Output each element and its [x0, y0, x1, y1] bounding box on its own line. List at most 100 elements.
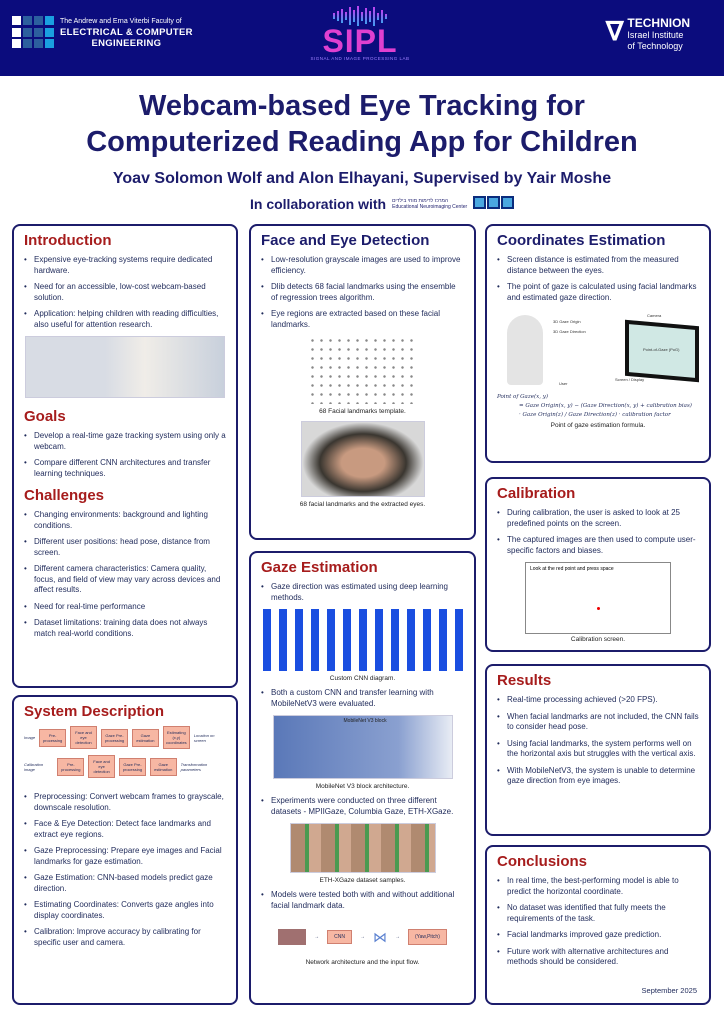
- list-item: The point of gaze is calculated using fa…: [497, 282, 699, 303]
- network-flow-diagram: → CNN→ ⋈→ (Yaw,Pitch): [261, 917, 464, 957]
- list-item: Real-time processing achieved (>20 FPS).: [497, 695, 699, 706]
- face-title: Face and Eye Detection: [261, 232, 430, 249]
- list-item: Gaze Estimation: CNN-based models predic…: [24, 873, 226, 894]
- cnn-box: CNN: [327, 930, 352, 944]
- flow-box: Gaze estimation: [131, 728, 159, 747]
- face-landmarks-photo: [300, 421, 425, 497]
- list-item: Calibration: Improve accuracy by calibra…: [24, 927, 226, 948]
- results-title: Results: [497, 672, 552, 689]
- collaboration: In collaboration with המרכז לדימות מוחי …: [250, 196, 515, 212]
- flow-box: Pre-processing: [39, 728, 67, 747]
- figure-caption: 68 facial landmarks and the extracted ey…: [299, 501, 426, 508]
- list-item: Gaze Preprocessing: Prepare eye images a…: [24, 846, 226, 867]
- intro-panel: Introduction Expensive eye-tracking syst…: [12, 224, 238, 688]
- eye-image: [278, 929, 307, 945]
- flow-box: Estimating (x,y) coordinates: [162, 726, 190, 749]
- head-icon: [507, 315, 543, 385]
- gaze-geometry-figure: 3D Gaze Origin 3D Gaze Direction Camera …: [497, 309, 699, 389]
- list-item: Changing environments: background and li…: [24, 510, 226, 531]
- list-item: Compare different CNN architectures and …: [24, 458, 226, 479]
- list-item: The captured images are then used to com…: [497, 535, 699, 556]
- ece-logo: The Andrew and Erna Viterbi Faculty of EL…: [12, 16, 193, 49]
- center-hebrew: המרכז לדימות מוחי בילדים: [392, 198, 449, 204]
- eth-xgaze-samples: [289, 823, 436, 873]
- faculty-line2: ELECTRICAL & COMPUTER: [60, 27, 193, 38]
- ece-squares-icon: [12, 16, 54, 49]
- formula-line: Point of Gaze(x, y): [497, 394, 548, 400]
- list-item: Gaze direction was estimated using deep …: [261, 582, 464, 603]
- list-item: Dlib detects 68 facial landmarks using t…: [261, 282, 464, 303]
- neural-net-icon: ⋈: [372, 928, 387, 945]
- challenges-title: Challenges: [24, 487, 105, 504]
- flow-box: Face and eye detection: [88, 755, 116, 778]
- calibration-panel: Calibration During calibration, the user…: [485, 477, 711, 652]
- list-item: When facial landmarks are not included, …: [497, 712, 699, 733]
- list-item: Both a custom CNN and transfer learning …: [261, 688, 464, 709]
- flow-label: Transformation parameters: [180, 761, 208, 772]
- coords-panel: Coordinates Estimation Screen distance i…: [485, 224, 711, 463]
- figure-caption: Calibration screen.: [570, 636, 626, 643]
- figure-caption: Point of gaze estimation formula.: [550, 422, 646, 429]
- flow-box: Gaze estimation: [149, 757, 177, 776]
- red-point-icon: [597, 607, 600, 610]
- list-item: In real time, the best-performing model …: [497, 876, 699, 897]
- header-banner: The Andrew and Erna Viterbi Faculty of EL…: [0, 0, 724, 76]
- list-item: Need for an accessible, low-cost webcam-…: [24, 282, 226, 303]
- concl-title: Conclusions: [497, 853, 588, 870]
- list-item: Eye regions are extracted based on these…: [261, 309, 464, 330]
- figure-label: 3D Gaze Direction: [553, 329, 586, 334]
- calibration-instruction: Look at the red point and press space: [530, 566, 614, 572]
- list-item: Facial landmarks improved gaze predictio…: [497, 930, 699, 941]
- faculty-line1: The Andrew and Erna Viterbi Faculty of: [60, 18, 182, 25]
- flow-box: Gaze Pre-processing: [101, 728, 128, 747]
- list-item: Dataset limitations: training data does …: [24, 618, 226, 639]
- system-title: System Description: [24, 703, 165, 720]
- face-panel: Face and Eye Detection Low-resolution gr…: [249, 224, 476, 540]
- figure-caption: Custom CNN diagram.: [329, 675, 396, 682]
- list-item: Face & Eye Detection: Detect face landma…: [24, 819, 226, 840]
- figure-label: User: [559, 381, 568, 386]
- mobilenet-block-diagram: MobileNet V3 block: [272, 715, 453, 779]
- list-item: Models were tested both with and without…: [261, 890, 464, 911]
- list-item: With MobileNetV3, the system is unable t…: [497, 766, 699, 787]
- landmarks-template-figure: [307, 336, 418, 404]
- output-box: (Yaw,Pitch): [407, 929, 447, 945]
- gaze-formula: Point of Gaze(x, y) = Gaze Origin(x, y) …: [497, 393, 699, 420]
- goals-title: Goals: [24, 408, 66, 425]
- figure-caption: Network architecture and the input flow.: [305, 959, 420, 966]
- figure-label: 3D Gaze Origin: [553, 319, 581, 324]
- technion-emblem-icon: ∇: [606, 16, 624, 46]
- lab-name: SIPL: [322, 23, 398, 59]
- results-panel: Results Real-time processing achieved (>…: [485, 664, 711, 836]
- list-item: Application: helping children with readi…: [24, 309, 226, 330]
- brain-logo-icon: [473, 196, 515, 212]
- list-item: Expensive eye-tracking systems require d…: [24, 255, 226, 276]
- intro-title: Introduction: [24, 232, 112, 249]
- figure-label: Camera: [647, 313, 662, 318]
- list-item: Develop a real-time gaze tracking system…: [24, 431, 226, 452]
- list-item: Need for real-time performance: [24, 602, 226, 613]
- list-item: Future work with alternative architectur…: [497, 947, 699, 968]
- list-item: Preprocessing: Convert webcam frames to …: [24, 792, 226, 813]
- technion-name: TECHNION: [627, 16, 691, 30]
- flow-label: Location on screen: [193, 732, 215, 743]
- user-at-screen-photo: [25, 336, 225, 398]
- figure-caption: ETH-XGaze dataset samples.: [319, 877, 406, 884]
- list-item: Using facial landmarks, the system perfo…: [497, 739, 699, 760]
- faculty-line3: ENGINEERING: [91, 38, 162, 49]
- coords-title: Coordinates Estimation: [497, 232, 666, 249]
- title-line2: Computerized Reading App for Children: [86, 126, 638, 158]
- gaze-title: Gaze Estimation: [261, 559, 378, 576]
- figure-label: Screen / Display: [615, 377, 645, 382]
- collab-label: In collaboration with: [250, 196, 387, 212]
- flow-label: Calibration image: [24, 761, 44, 772]
- conclusions-panel: Conclusions In real time, the best-perfo…: [485, 845, 711, 1005]
- calib-title: Calibration: [497, 485, 576, 502]
- list-item: Estimating Coordinates: Converts gaze an…: [24, 900, 226, 921]
- technion-line1: Israel Institute: [627, 30, 684, 40]
- flow-label: Image: [24, 735, 36, 740]
